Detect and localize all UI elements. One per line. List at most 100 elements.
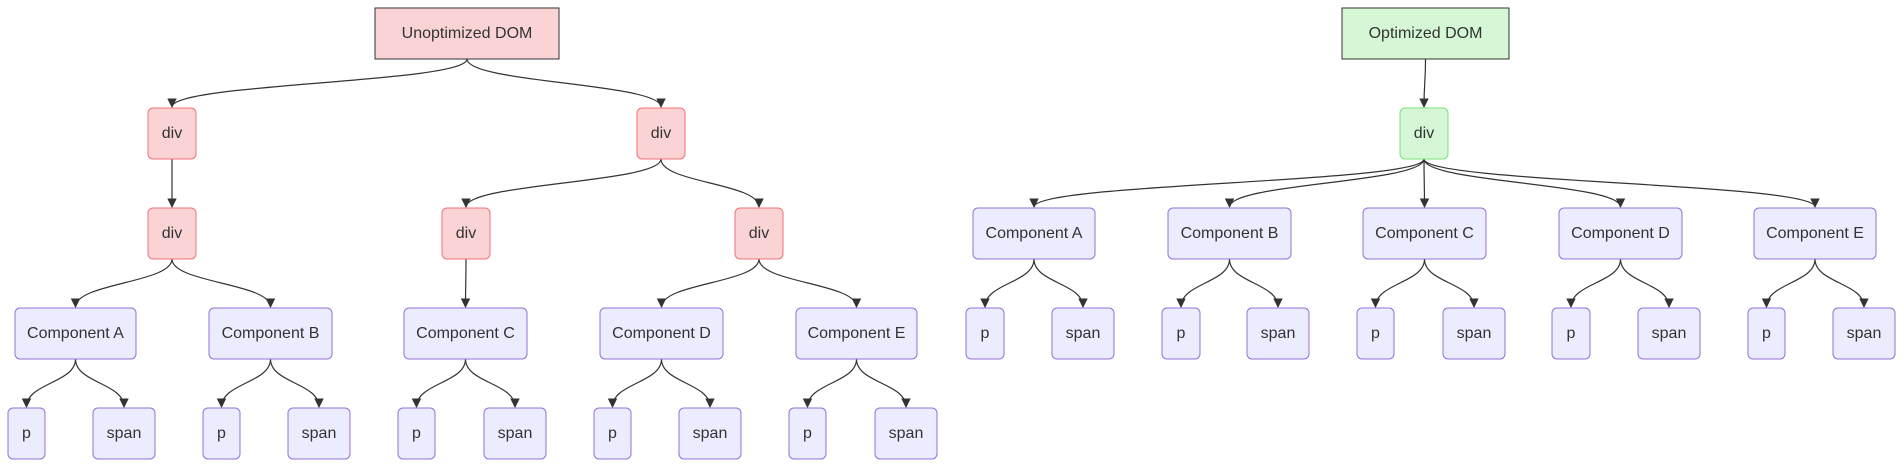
unoptimized-node-span: span	[678, 407, 742, 460]
edge-o_compC-to-o_pC	[1370, 258, 1426, 308]
unoptimized-node-p: p	[593, 407, 632, 460]
unoptimized-node-box	[147, 107, 197, 160]
edge-o_compA-to-o_spanA	[1033, 258, 1088, 308]
optimized-node-span: span	[1442, 307, 1506, 360]
optimized-node-label: Component C	[1375, 225, 1474, 242]
optimized-node-box	[1753, 207, 1877, 260]
optimized-node-box	[1832, 307, 1896, 360]
unoptimized-node-box	[795, 307, 918, 360]
optimized-node-component-a: Component A	[972, 207, 1096, 260]
optimized-node-box	[965, 307, 1005, 360]
unoptimized-node-label: div	[749, 225, 769, 242]
unoptimized-node-div: div	[734, 207, 784, 260]
unoptimized-node-box	[403, 307, 528, 360]
optimized-node-label: p	[1762, 325, 1771, 342]
optimized-node-box	[1356, 307, 1395, 360]
optimized-node-label: span	[1457, 325, 1492, 342]
unoptimized-node-label: Component B	[222, 325, 320, 342]
unoptimized-node-div: div	[147, 107, 197, 160]
edge-o_div-to-o_compD	[1423, 158, 1626, 208]
edge-u_compD-to-u_pD	[607, 358, 663, 408]
edge-o_compD-to-o_spanD	[1619, 258, 1674, 308]
optimized-node-component-d: Component D	[1558, 207, 1683, 260]
optimized-node-box	[1362, 207, 1487, 260]
optimized-node-span: span	[1637, 307, 1701, 360]
optimized-node-label: p	[981, 325, 990, 342]
unoptimized-node-unoptimized-dom: Unoptimized DOM	[374, 7, 560, 60]
optimized-node-box	[1051, 307, 1115, 360]
unoptimized-node-p: p	[788, 407, 827, 460]
edge-u_root-to-u_div2	[466, 58, 666, 108]
unoptimized-node-box	[593, 407, 632, 460]
unoptimized-node-span: span	[92, 407, 156, 460]
edge-u_div5-to-u_compD	[656, 258, 760, 308]
unoptimized-node-label: div	[162, 225, 182, 242]
unoptimized-node-p: p	[397, 407, 436, 460]
unoptimized-node-box	[208, 307, 333, 360]
unoptimized-node-label: Unoptimized DOM	[402, 25, 533, 42]
unoptimized-node-box	[734, 207, 784, 260]
edge-u_compD-to-u_spanD	[660, 358, 715, 408]
edge-o_compA-to-o_pA	[980, 258, 1035, 308]
optimized-node-label: span	[1652, 325, 1687, 342]
unoptimized-node-label: span	[693, 425, 728, 442]
unoptimized-node-div: div	[147, 207, 197, 260]
edge-o_div-to-o_compE	[1423, 158, 1820, 208]
edge-u_compB-to-u_pB	[216, 358, 272, 408]
optimized-node-box	[1246, 307, 1310, 360]
unoptimized-node-box	[7, 407, 46, 460]
unoptimized-node-label: div	[651, 125, 671, 142]
edge-u_compA-to-u_spanA	[74, 358, 129, 408]
unoptimized-node-label: p	[608, 425, 617, 442]
unoptimized-node-label: Component E	[808, 325, 906, 342]
optimized-node-component-b: Component B	[1167, 207, 1292, 260]
optimized-node-p: p	[1551, 307, 1591, 360]
edge-o_compE-to-o_spanE	[1814, 258, 1869, 308]
unoptimized-node-component-e: Component E	[795, 307, 918, 360]
edge-o_compE-to-o_pE	[1761, 258, 1816, 308]
unoptimized-node-label: div	[162, 125, 182, 142]
unoptimized-node-box	[147, 207, 197, 260]
unoptimized-node-label: span	[107, 425, 142, 442]
optimized-node-label: p	[1177, 325, 1186, 342]
optimized-node-label: p	[1371, 325, 1380, 342]
edge-u_compE-to-u_spanE	[855, 358, 911, 408]
optimized-node-component-e: Component E	[1753, 207, 1877, 260]
optimized-node-p: p	[1356, 307, 1395, 360]
optimized-node-p: p	[1747, 307, 1786, 360]
edge-u_div2-to-u_div4	[461, 158, 662, 208]
unoptimized-node-box	[14, 307, 137, 360]
unoptimized-node-div: div	[441, 207, 491, 260]
unoptimized-node-box	[441, 207, 491, 260]
optimized-node-label: Component B	[1181, 225, 1279, 242]
unoptimized-node-label: p	[22, 425, 31, 442]
optimized-node-p: p	[965, 307, 1005, 360]
edge-u_compA-to-u_pA	[21, 358, 77, 408]
optimized-node-box	[1558, 207, 1683, 260]
unoptimized-node-span: span	[483, 407, 547, 460]
unoptimized-node-p: p	[202, 407, 241, 460]
unoptimized-node-span: span	[287, 407, 351, 460]
unoptimized-node-label: p	[217, 425, 226, 442]
optimized-node-label: p	[1567, 325, 1576, 342]
unoptimized-node-label: span	[498, 425, 533, 442]
edge-o_compC-to-o_spanC	[1423, 258, 1479, 308]
optimized-node-box	[1341, 7, 1510, 60]
unoptimized-node-p: p	[7, 407, 46, 460]
edge-o_compB-to-o_spanB	[1228, 258, 1283, 308]
optimized-node-box	[1551, 307, 1591, 360]
optimized-node-label: Component A	[986, 225, 1083, 242]
edge-layer	[21, 58, 1869, 408]
optimized-node-label: span	[1847, 325, 1882, 342]
edge-u_div3-to-u_compA	[70, 258, 173, 308]
edge-u_root-to-u_div1	[167, 58, 468, 108]
unoptimized-node-box	[599, 307, 724, 360]
unoptimized-node-component-b: Component B	[208, 307, 333, 360]
unoptimized-node-box	[92, 407, 156, 460]
optimized-node-box	[1637, 307, 1701, 360]
optimized-node-box	[1442, 307, 1506, 360]
unoptimized-node-component-d: Component D	[599, 307, 724, 360]
unoptimized-node-label: Component C	[416, 325, 515, 342]
